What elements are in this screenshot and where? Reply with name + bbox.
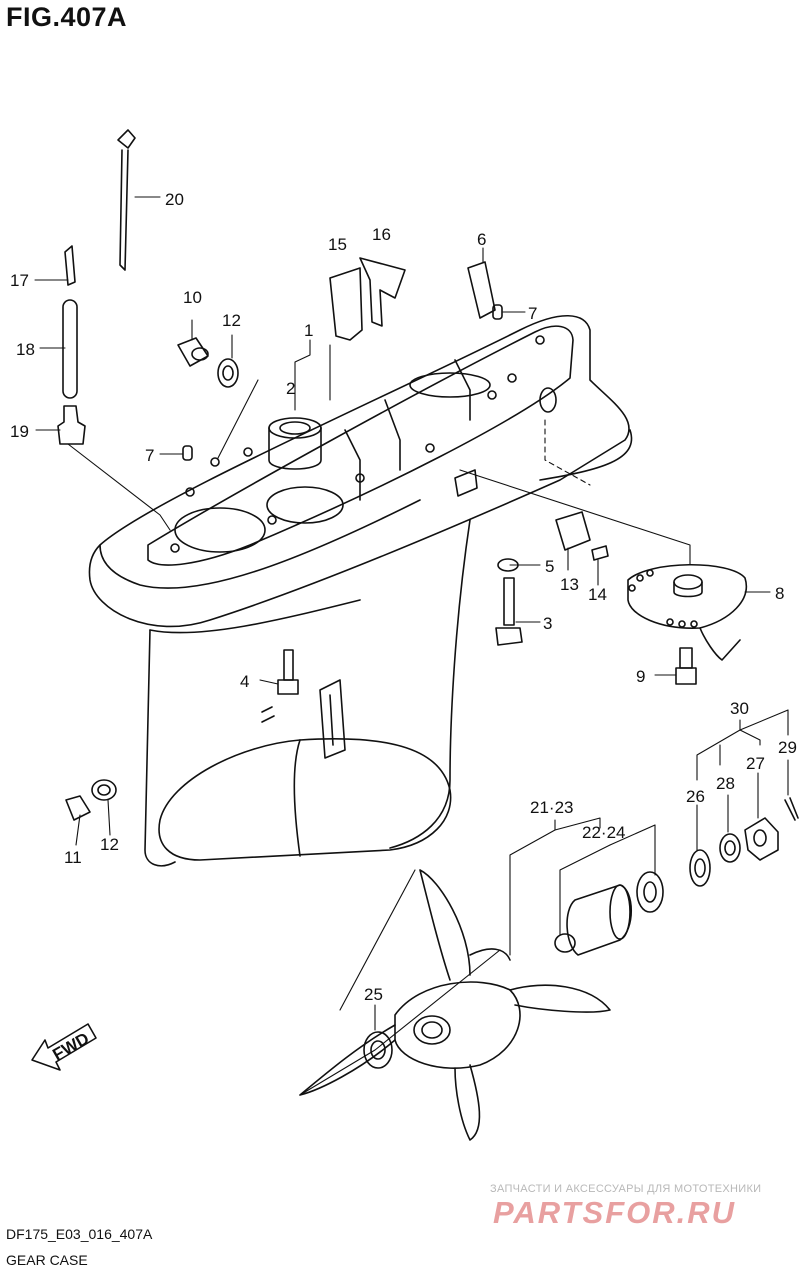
callout-2: 2 — [286, 379, 295, 398]
callout-25: 25 — [364, 985, 383, 1004]
callout-12-top: 12 — [222, 311, 241, 330]
callout-13: 13 — [560, 575, 579, 594]
callout-22-24: 22·24 — [582, 823, 625, 842]
diagram-caption: GEAR CASE — [6, 1252, 88, 1268]
callout-27: 27 — [746, 754, 765, 773]
callout-21-23: 21·23 — [530, 798, 573, 817]
callout-14: 14 — [588, 585, 607, 604]
callout-30: 30 — [730, 699, 749, 718]
thrust-hub-part-22-24 — [554, 871, 664, 956]
callout-4: 4 — [240, 672, 249, 691]
callout-28: 28 — [716, 774, 735, 793]
callout-19: 19 — [10, 422, 29, 441]
figure-title: FIG.407A — [6, 2, 128, 32]
nut-stack-parts-26-29 — [689, 797, 799, 887]
callout-12-bottom: 12 — [100, 835, 119, 854]
callout-11: 11 — [64, 848, 82, 867]
diagram-code: DF175_E03_016_407A — [6, 1226, 153, 1242]
callout-26: 26 — [686, 787, 705, 806]
callout-16: 16 — [372, 225, 391, 244]
callout-10: 10 — [183, 288, 202, 307]
callout-15: 15 — [328, 235, 347, 254]
watermark-brand: PARTSFOR.RU — [493, 1195, 737, 1230]
callout-6: 6 — [477, 230, 486, 249]
gear-case-body — [88, 314, 633, 867]
callout-18: 18 — [16, 340, 35, 359]
callout-7-left: 7 — [145, 446, 154, 465]
callout-17: 17 — [10, 271, 29, 290]
watermark-tagline: ЗАПЧАСТИ И АКСЕССУАРЫ ДЛЯ МОТОТЕХНИКИ — [490, 1183, 762, 1195]
callout-20: 20 — [165, 190, 184, 209]
callout-labels: 20 17 18 19 10 12 7 1 2 15 16 6 7 5 13 1… — [10, 190, 797, 1004]
fwd-direction-arrow: FWD — [31, 1023, 97, 1071]
callout-29: 29 — [778, 738, 797, 757]
callout-8: 8 — [775, 584, 784, 603]
small-parts — [57, 129, 697, 1069]
callout-5: 5 — [545, 557, 554, 576]
callout-7-right: 7 — [528, 304, 537, 323]
trim-tab-part-8 — [627, 563, 748, 661]
callout-3: 3 — [543, 614, 552, 633]
callout-1: 1 — [304, 321, 313, 340]
leader-lines — [34, 196, 789, 1096]
propeller — [299, 869, 611, 1141]
callout-9: 9 — [636, 667, 645, 686]
